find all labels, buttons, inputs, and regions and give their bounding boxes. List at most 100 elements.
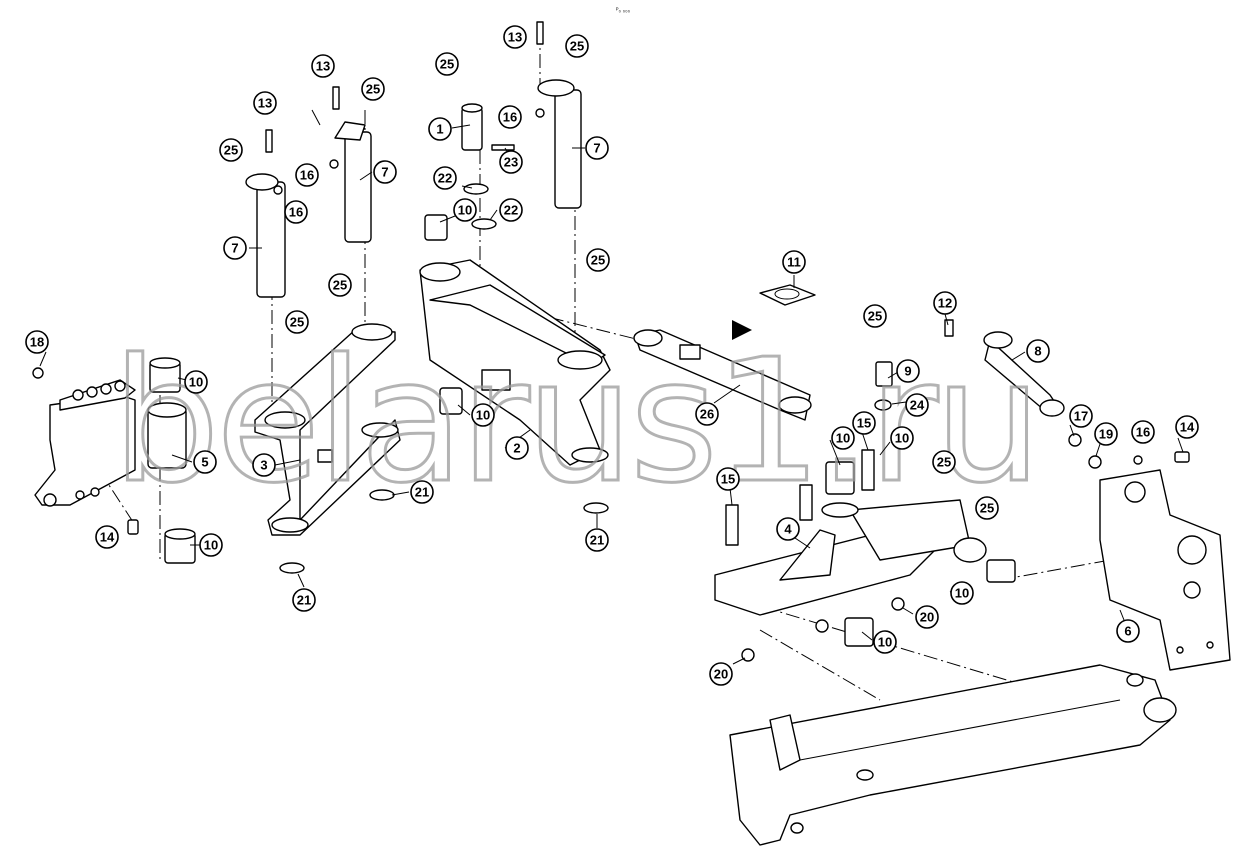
svg-text:10: 10: [878, 635, 892, 650]
callout: 3: [252, 453, 276, 477]
callout: 21: [585, 528, 609, 552]
callout: 2: [505, 436, 529, 460]
callout: 25: [586, 248, 610, 272]
svg-text:10: 10: [955, 586, 969, 601]
callout: 7: [585, 136, 609, 160]
svg-text:26: 26: [700, 407, 714, 422]
callout: 4: [776, 517, 800, 541]
direction-arrow-icon: [732, 320, 752, 340]
svg-text:22: 22: [504, 203, 518, 218]
svg-text:16: 16: [1136, 425, 1150, 440]
svg-text:2: 2: [513, 441, 520, 456]
svg-text:7: 7: [593, 141, 600, 156]
svg-text:20: 20: [920, 610, 934, 625]
svg-text:16: 16: [300, 168, 314, 183]
part-6-right-housing: [1099, 451, 1231, 671]
callout: 18: [25, 330, 49, 354]
svg-text:17: 17: [1074, 409, 1088, 424]
callout: 9: [896, 359, 920, 383]
callout: 10: [950, 581, 974, 605]
svg-text:21: 21: [297, 593, 311, 608]
callout: 16: [284, 200, 308, 224]
callout: 13: [503, 25, 527, 49]
callout: 16: [295, 163, 319, 187]
svg-text:15: 15: [721, 472, 735, 487]
callout: 20: [915, 605, 939, 629]
svg-text:21: 21: [590, 533, 604, 548]
svg-text:25: 25: [570, 39, 584, 54]
callout: 25: [328, 273, 352, 297]
callout: 25: [285, 310, 309, 334]
svg-text:16: 16: [289, 205, 303, 220]
callout-leaders: [39, 109, 1184, 665]
callout: 10: [471, 403, 495, 427]
svg-text:11: 11: [787, 255, 801, 270]
svg-text:10: 10: [204, 538, 218, 553]
callout: 25: [361, 77, 385, 101]
part-11-plate: [759, 284, 816, 306]
svg-text:5: 5: [201, 455, 208, 470]
callout: 20: [709, 662, 733, 686]
part-5-left-bracket: [32, 357, 196, 564]
callout: 21: [292, 588, 316, 612]
callout: 10: [453, 198, 477, 222]
callouts: 1 2 3 4 5 6 7 7 7 8 9 10 10 10 10 10 10 …: [25, 25, 1199, 686]
svg-text:25: 25: [224, 143, 238, 158]
callout: 25: [932, 450, 956, 474]
svg-text:10: 10: [836, 431, 850, 446]
svg-text:13: 13: [316, 59, 330, 74]
callout: 17: [1069, 404, 1093, 428]
callout: 8: [1026, 339, 1050, 363]
svg-text:13: 13: [508, 30, 522, 45]
svg-text:19: 19: [1099, 427, 1113, 442]
svg-text:20: 20: [714, 667, 728, 682]
callout: 25: [863, 304, 887, 328]
callout: 1: [428, 117, 452, 141]
callout: 12: [933, 291, 957, 315]
svg-text:7: 7: [231, 241, 238, 256]
callout: 10: [873, 630, 897, 654]
svg-text:14: 14: [100, 530, 115, 545]
drawing-code: ᴾ₀ ₀₀₀: [616, 7, 631, 14]
callout: 10: [890, 426, 914, 450]
callout: 21: [410, 480, 434, 504]
callout: 16: [1131, 420, 1155, 444]
callout: 11: [782, 250, 806, 274]
svg-text:4: 4: [784, 522, 792, 537]
callout: 10: [831, 426, 855, 450]
callout: 25: [435, 52, 459, 76]
svg-text:6: 6: [1124, 624, 1131, 639]
svg-text:10: 10: [189, 375, 203, 390]
svg-text:25: 25: [366, 82, 380, 97]
svg-text:25: 25: [591, 253, 605, 268]
part-4-lower-plate: [714, 449, 971, 647]
callout: 26: [695, 402, 719, 426]
svg-text:8: 8: [1034, 344, 1041, 359]
pins-7: [245, 79, 582, 298]
svg-text:10: 10: [458, 203, 472, 218]
svg-text:25: 25: [980, 501, 994, 516]
svg-text:25: 25: [333, 278, 347, 293]
callout: 16: [498, 105, 522, 129]
svg-text:12: 12: [938, 296, 952, 311]
callout: 10: [199, 533, 223, 557]
svg-text:22: 22: [438, 171, 452, 186]
watermark-text: belarus1.ru: [112, 323, 1038, 521]
svg-text:25: 25: [290, 315, 304, 330]
svg-text:1: 1: [436, 122, 443, 137]
svg-text:9: 9: [904, 364, 911, 379]
callout: 15: [852, 411, 876, 435]
callout: 19: [1094, 422, 1118, 446]
svg-text:18: 18: [30, 335, 44, 350]
small-fasteners: [265, 21, 1143, 662]
svg-text:24: 24: [910, 398, 925, 413]
svg-text:25: 25: [868, 309, 882, 324]
svg-text:14: 14: [1180, 420, 1195, 435]
part-8-shaft: [875, 319, 1065, 417]
svg-text:23: 23: [504, 155, 518, 170]
callout: 10: [184, 370, 208, 394]
callout: 22: [499, 198, 523, 222]
svg-text:25: 25: [440, 57, 454, 72]
callout: 7: [373, 160, 397, 184]
